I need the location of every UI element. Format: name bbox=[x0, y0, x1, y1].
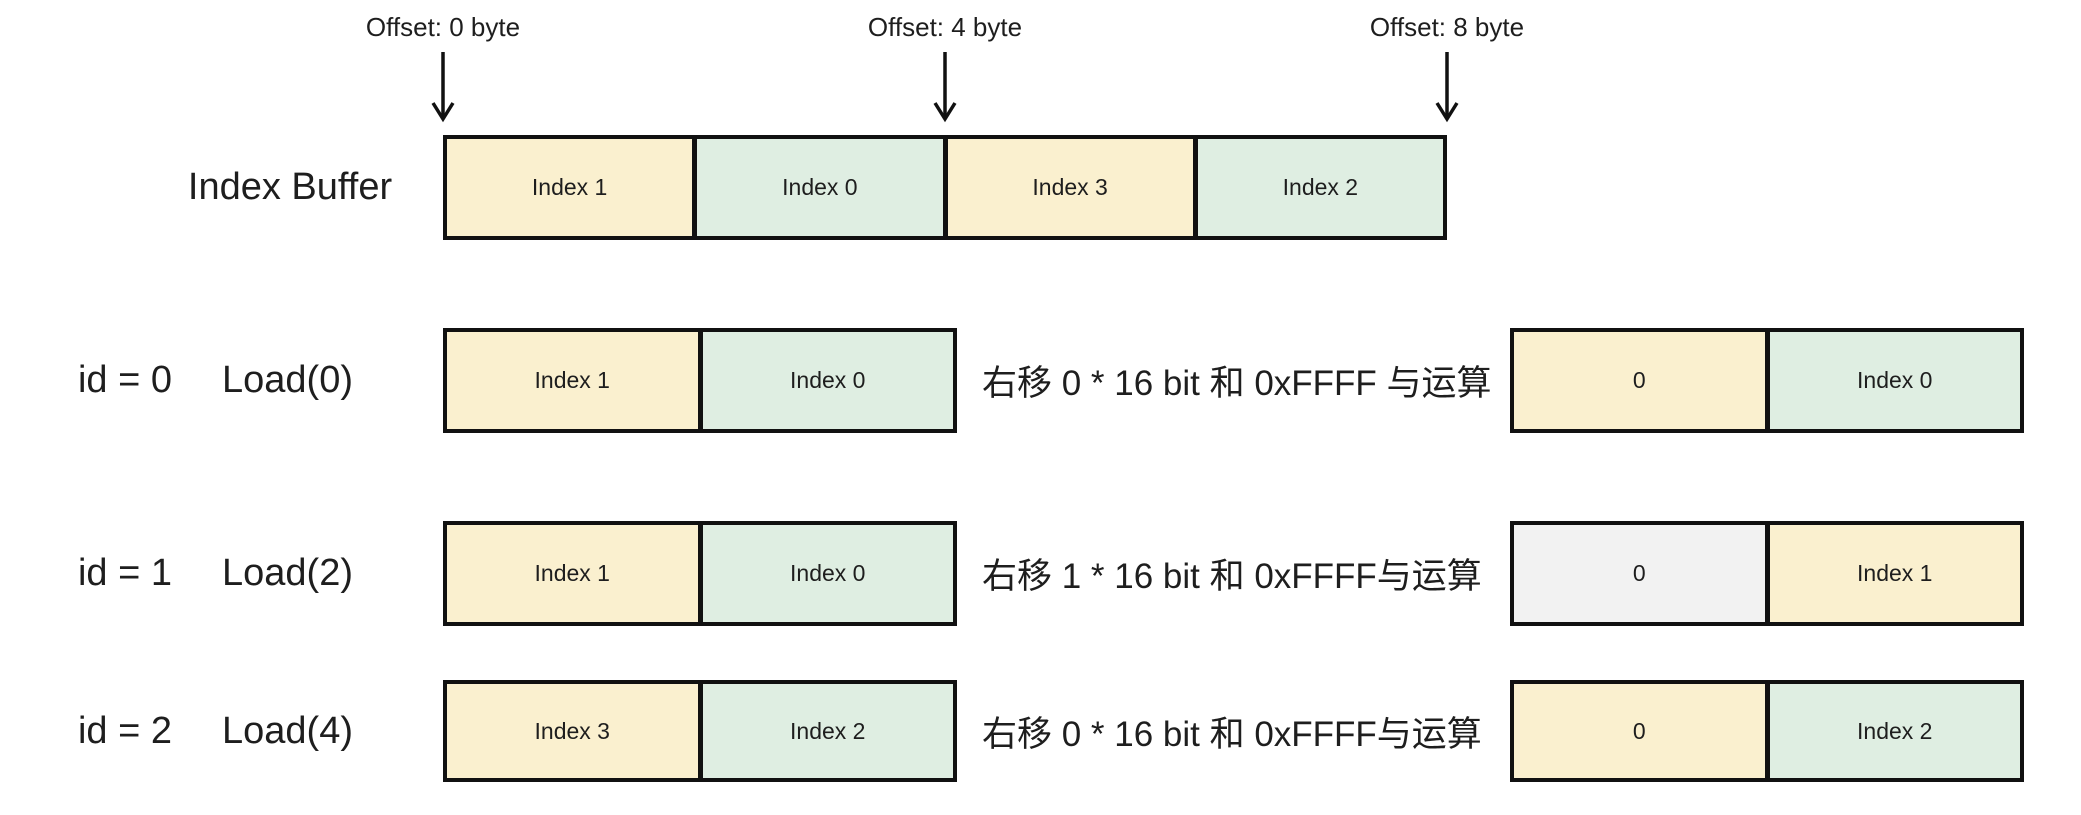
offset-label-0-byte: Offset: 0 byte bbox=[365, 12, 521, 42]
index-buffer-box: Index 1 Index 0 Index 3 Index 2 bbox=[443, 135, 1447, 240]
load-cell: Index 0 bbox=[697, 332, 953, 429]
result-cell-label: 0 bbox=[1632, 717, 1646, 744]
buffer-cell: Index 2 bbox=[1192, 139, 1443, 236]
load-cell-label: Index 1 bbox=[534, 560, 610, 586]
load-box: Index 1 Index 0 bbox=[443, 328, 957, 433]
buffer-cell-label: Index 1 bbox=[531, 174, 608, 200]
offset-label-4-byte: Offset: 4 byte bbox=[867, 12, 1023, 42]
result-cell-label: Index 2 bbox=[1857, 717, 1933, 744]
load-cell: Index 1 bbox=[447, 525, 698, 622]
index-buffer-label: Index Buffer bbox=[187, 166, 393, 208]
row-id-label: id = 0 bbox=[77, 359, 173, 401]
load-box: Index 3 Index 2 bbox=[443, 680, 957, 782]
result-cell: 0 bbox=[1514, 332, 1765, 429]
load-cell: Index 1 bbox=[447, 332, 698, 429]
buffer-cell: Index 0 bbox=[692, 139, 943, 236]
load-cell: Index 0 bbox=[697, 525, 953, 622]
result-cell: Index 2 bbox=[1764, 684, 2020, 778]
down-arrow-icon bbox=[933, 52, 957, 123]
result-cell-label: Index 0 bbox=[1857, 367, 1933, 393]
shift-mask-operation-text: 右移 0 * 16 bit 和 0xFFFF 与运算 bbox=[982, 364, 1492, 403]
result-cell: 0 bbox=[1514, 525, 1765, 622]
row-load-label: Load(4) bbox=[222, 709, 353, 752]
load-cell: Index 2 bbox=[697, 684, 953, 778]
result-cell-label: 0 bbox=[1632, 560, 1646, 586]
buffer-cell: Index 3 bbox=[942, 139, 1193, 236]
row-id-label: id = 2 bbox=[77, 709, 173, 752]
result-cell: Index 0 bbox=[1764, 332, 2020, 429]
load-cell-label: Index 0 bbox=[790, 560, 866, 586]
load-cell-label: Index 1 bbox=[534, 367, 610, 393]
result-box: 0 Index 1 bbox=[1510, 521, 2024, 626]
load-box: Index 1 Index 0 bbox=[443, 521, 957, 626]
result-cell-label: 0 bbox=[1632, 367, 1646, 393]
buffer-cell-label: Index 0 bbox=[782, 174, 858, 200]
row-load-label: Load(2) bbox=[222, 552, 353, 594]
load-cell-label: Index 2 bbox=[790, 717, 866, 744]
result-cell-label: Index 1 bbox=[1857, 560, 1933, 586]
load-cell: Index 3 bbox=[447, 684, 698, 778]
buffer-cell-label: Index 3 bbox=[1032, 174, 1108, 200]
load-cell-label: Index 3 bbox=[534, 717, 610, 744]
shift-mask-operation-text: 右移 0 * 16 bit 和 0xFFFF与运算 bbox=[982, 714, 1482, 754]
buffer-cell-label: Index 2 bbox=[1282, 174, 1359, 200]
buffer-cell: Index 1 bbox=[447, 139, 693, 236]
result-box: 0 Index 0 bbox=[1510, 328, 2024, 433]
result-cell: 0 bbox=[1514, 684, 1765, 778]
result-cell: Index 1 bbox=[1764, 525, 2020, 622]
shift-mask-operation-text: 右移 1 * 16 bit 和 0xFFFF与运算 bbox=[982, 557, 1482, 596]
down-arrow-icon bbox=[1435, 52, 1459, 123]
offset-label-8-byte: Offset: 8 byte bbox=[1369, 12, 1525, 42]
row-load-label: Load(0) bbox=[222, 359, 353, 401]
row-id-label: id = 1 bbox=[77, 552, 173, 594]
load-cell-label: Index 0 bbox=[790, 367, 866, 393]
down-arrow-icon bbox=[431, 52, 455, 123]
result-box: 0 Index 2 bbox=[1510, 680, 2024, 782]
